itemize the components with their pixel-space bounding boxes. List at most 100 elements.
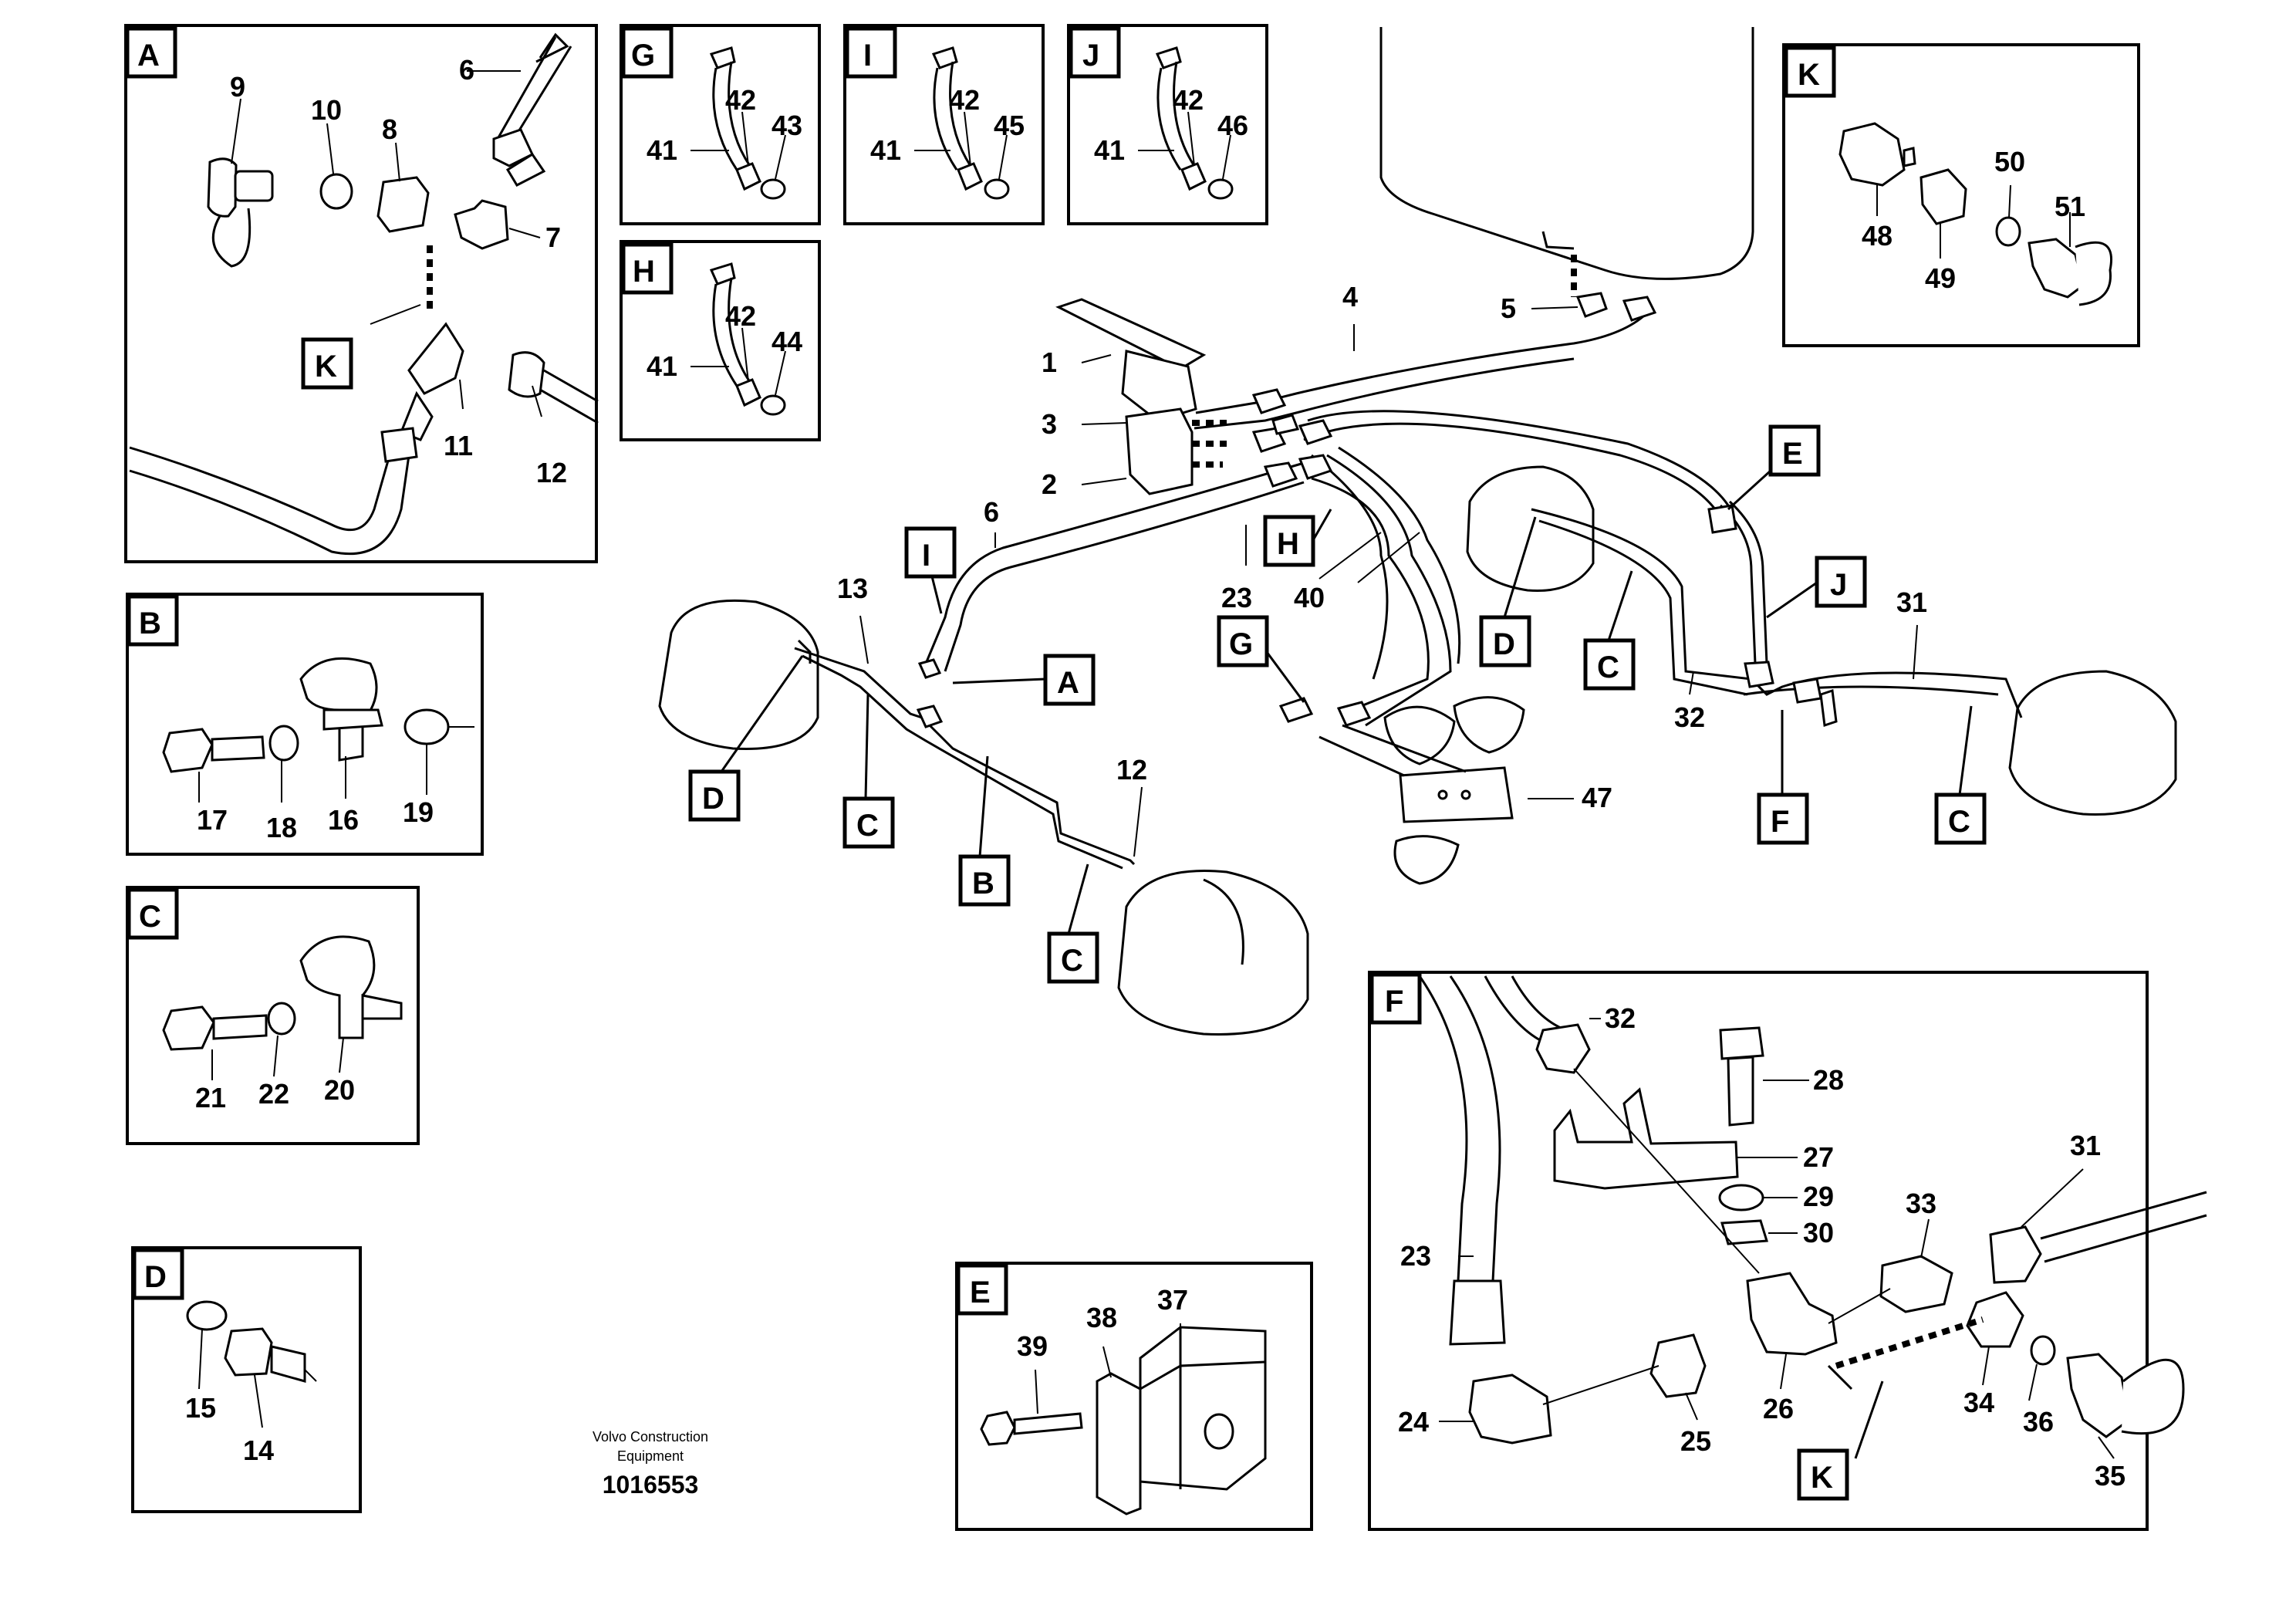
- part-label: 28: [1813, 1064, 1844, 1096]
- part-label: 33: [1906, 1188, 1936, 1219]
- part-label: 31: [2070, 1130, 2101, 1161]
- detail-view-i: I 42 45 41: [843, 24, 1045, 225]
- part-label: 12: [1116, 754, 1147, 786]
- part-label: 41: [647, 350, 677, 382]
- detail-view-b: B 17 18 16 19: [126, 593, 484, 856]
- part-label: 30: [1803, 1217, 1834, 1249]
- accumulator-right-upper: [1466, 465, 1595, 593]
- part-label: 38: [1086, 1302, 1117, 1333]
- detail-a-k-ref: K: [315, 350, 337, 384]
- detail-e-letter: E: [970, 1276, 991, 1309]
- part-label: 8: [382, 113, 397, 145]
- part-label: 23: [1221, 582, 1252, 613]
- detail-a-letter: A: [137, 39, 160, 73]
- detail-f-letter: F: [1385, 985, 1403, 1019]
- part-label: 41: [870, 134, 901, 166]
- detail-view-d: D 15 14: [131, 1246, 362, 1513]
- detail-view-h: H 42 44 41: [620, 240, 821, 441]
- callout-c-left: C: [856, 809, 879, 843]
- part-label: 12: [536, 457, 567, 488]
- detail-c-letter: C: [139, 900, 161, 934]
- callout-j: J: [1830, 568, 1847, 602]
- accumulator-center: [1117, 869, 1309, 1036]
- part-label: 7: [545, 221, 561, 253]
- callout-c-center: C: [1061, 944, 1083, 978]
- part-label: 9: [230, 71, 245, 103]
- credit-block: Volvo Construction Equipment 1016553: [593, 1429, 708, 1499]
- detail-view-g: G 42 43 41: [620, 24, 821, 225]
- part-label: 41: [1094, 134, 1125, 166]
- part-label: 1: [1042, 346, 1057, 378]
- part-label: 22: [258, 1078, 289, 1110]
- detail-i-letter: I: [863, 39, 872, 73]
- part-label: 40: [1294, 582, 1325, 613]
- part-label: 11: [444, 430, 473, 461]
- part-label: 23: [1400, 1240, 1431, 1272]
- part-label: 46: [1217, 110, 1248, 141]
- part-label: 35: [2095, 1460, 2125, 1492]
- callout-a: A: [1057, 666, 1079, 700]
- part-label: 48: [1862, 220, 1893, 252]
- detail-f-k-ref: K: [1811, 1461, 1833, 1495]
- callout-e: E: [1782, 437, 1803, 471]
- part-label: 41: [647, 134, 677, 166]
- main-assembly-view: I A D C B C G H D C E J F: [658, 27, 2177, 1036]
- part-label: 29: [1803, 1181, 1834, 1212]
- detail-view-e: E 39 38 37: [955, 1262, 1313, 1531]
- part-label: 42: [1173, 84, 1204, 116]
- detail-k-letter: K: [1798, 58, 1820, 92]
- quick-coupling-part: [207, 157, 274, 268]
- detail-view-a: A K 9 10 8 6 7 11 12: [124, 24, 599, 563]
- pilot-valve-assembly: [1319, 696, 1525, 885]
- part-label: 31: [1896, 586, 1927, 618]
- part-label: 27: [1803, 1141, 1834, 1173]
- part-label: 34: [1963, 1387, 1994, 1418]
- part-label: 5: [1501, 292, 1516, 324]
- part-label: 47: [1582, 782, 1612, 813]
- callout-h: H: [1277, 527, 1299, 561]
- callout-f: F: [1771, 805, 1789, 839]
- part-label: 42: [725, 300, 756, 332]
- part-label: 6: [459, 54, 474, 86]
- part-label: 4: [1342, 281, 1358, 313]
- accumulator-right-lower: [2008, 670, 2177, 816]
- callout-g: G: [1229, 627, 1253, 661]
- part-label: 44: [772, 326, 802, 357]
- part-label: 32: [1674, 701, 1705, 733]
- part-label: 37: [1157, 1284, 1188, 1316]
- part-label: 10: [311, 94, 342, 126]
- part-label: 20: [324, 1074, 355, 1106]
- credit-line-2: Equipment: [617, 1448, 684, 1464]
- detail-view-j: J 42 46 41: [1067, 24, 1268, 225]
- brake-valve-assembly: [1055, 298, 1227, 495]
- detail-j-letter: J: [1082, 39, 1099, 73]
- part-label: 42: [725, 84, 756, 116]
- part-label: 45: [994, 110, 1025, 141]
- callout-c-right-lower: C: [1948, 805, 1970, 839]
- part-label: 17: [197, 804, 228, 836]
- part-label: 42: [949, 84, 980, 116]
- part-label: 19: [403, 796, 434, 828]
- document-number: 1016553: [603, 1471, 699, 1499]
- detail-g-letter: G: [631, 39, 655, 73]
- detail-b-letter: B: [139, 607, 161, 640]
- accumulator-left: [658, 599, 819, 750]
- part-label: 43: [772, 110, 802, 141]
- detail-h-letter: H: [633, 255, 655, 289]
- callout-c-right-upper: C: [1597, 650, 1619, 684]
- part-label: 3: [1042, 408, 1057, 440]
- credit-line-1: Volvo Construction: [593, 1429, 708, 1445]
- part-label: 14: [243, 1434, 274, 1466]
- part-label: 18: [266, 812, 297, 843]
- part-label: 36: [2023, 1406, 2054, 1438]
- reservoir-tank: [1379, 27, 1754, 280]
- part-label: 25: [1680, 1425, 1711, 1457]
- callout-d-left: D: [702, 782, 724, 816]
- part-label: 21: [195, 1082, 226, 1113]
- callout-d-right: D: [1493, 627, 1515, 661]
- part-label: 50: [1994, 146, 2025, 177]
- detail-d-letter: D: [144, 1260, 167, 1294]
- detail-view-k: K 48 49 50 51: [1782, 43, 2140, 347]
- part-label: 32: [1605, 1002, 1636, 1034]
